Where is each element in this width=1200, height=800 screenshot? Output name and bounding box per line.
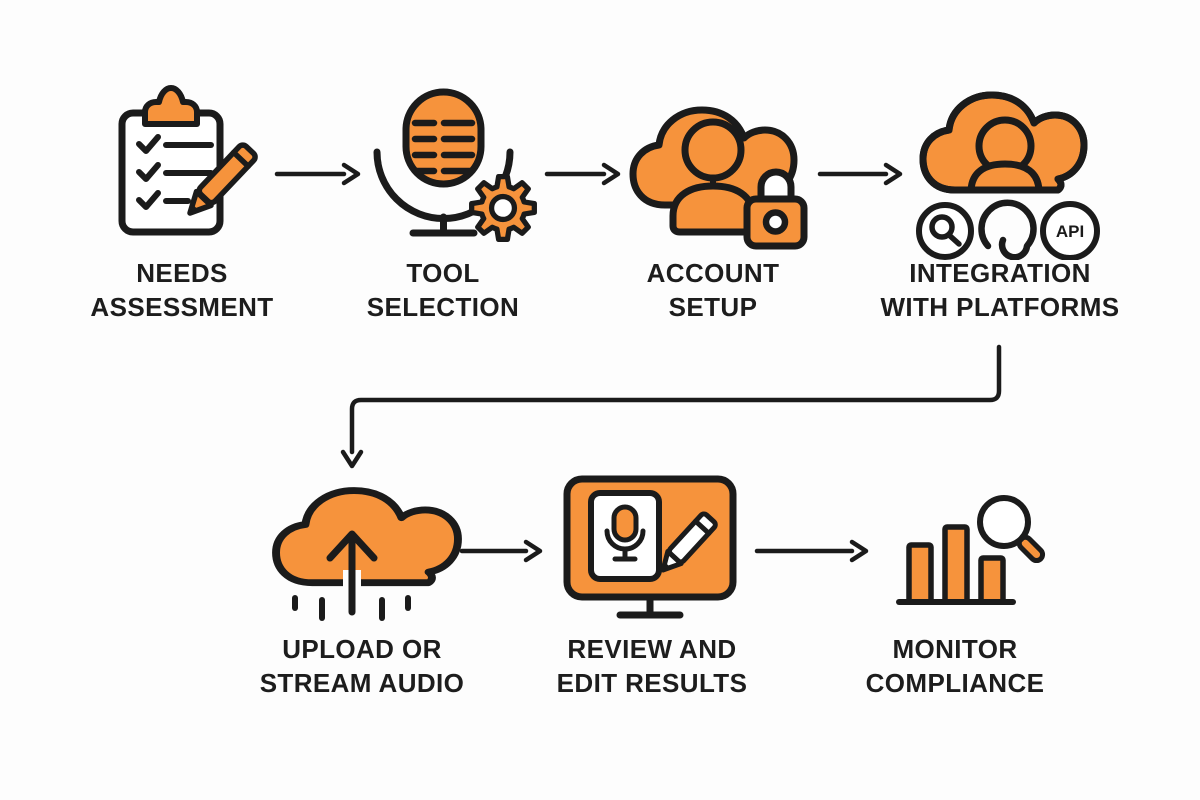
label-line-1: TOOL — [406, 258, 480, 288]
arrow-3-4-head — [883, 162, 903, 186]
label-line-1: REVIEW AND — [567, 634, 737, 664]
step-label-upload-or-stream-audio: UPLOAD OR STREAM AUDIO — [260, 632, 465, 700]
monitor-mic-pencil-icon — [563, 475, 737, 619]
arrow-4-5-head — [340, 449, 364, 469]
step-label-review-and-edit-results: REVIEW AND EDIT RESULTS — [557, 632, 748, 700]
api-circle-badge: API — [1040, 201, 1100, 260]
clipboard-checklist-pencil-icon — [118, 85, 258, 236]
clipboard-clip — [142, 85, 200, 127]
label-line-1: NEEDS — [136, 258, 228, 288]
label-line-2: SELECTION — [366, 292, 520, 322]
microphone-gear-icon — [373, 88, 537, 242]
label-line-1: INTEGRATION — [909, 258, 1091, 288]
curl-hook-icon — [978, 199, 1037, 260]
arrow-6-7-head — [849, 539, 869, 563]
label-line-1: UPLOAD OR — [282, 634, 442, 664]
api-badge-label: API — [1056, 222, 1084, 241]
lock-keyhole — [762, 209, 789, 235]
gear-icon — [469, 174, 537, 242]
arrow-4-5-elbow — [349, 344, 1002, 455]
label-line-1: MONITOR — [892, 634, 1018, 664]
label-line-2: WITH PLATFORMS — [880, 292, 1120, 322]
arrow-2-3-head — [601, 162, 621, 186]
step-label-tool-selection: TOOL SELECTION — [367, 256, 519, 324]
cloud-upload-arrow-icon — [272, 487, 462, 621]
label-line-2: COMPLIANCE — [865, 668, 1045, 698]
checklist-marks — [136, 134, 214, 210]
label-line-1: ACCOUNT — [646, 258, 780, 288]
cloud-shape — [272, 487, 462, 587]
step-label-integration-with-platforms: INTEGRATION WITH PLATFORMS — [880, 256, 1119, 324]
mic-icon — [604, 504, 646, 562]
bar-2 — [942, 524, 970, 605]
pencil-icon — [187, 142, 258, 216]
user-shoulders — [669, 182, 757, 236]
stream-dashes — [292, 595, 411, 621]
bar-chart-magnifier-icon — [896, 495, 1046, 605]
mic-grill-lines — [411, 119, 476, 175]
bar-1 — [906, 542, 934, 605]
label-line-2: EDIT RESULTS — [556, 668, 748, 698]
step-label-account-setup: ACCOUNT SETUP — [647, 256, 780, 324]
upload-arrow — [326, 530, 378, 616]
arrow-5-6-head — [523, 539, 543, 563]
label-line-2: SETUP — [668, 292, 758, 322]
user-head — [681, 118, 745, 182]
cloud-user-icon: API — [916, 91, 1100, 260]
arrow-1-2-head — [341, 162, 361, 186]
search-circle-icon — [916, 202, 974, 260]
label-line-2: STREAM AUDIO — [259, 668, 465, 698]
step-label-monitor-compliance: MONITOR COMPLIANCE — [866, 632, 1045, 700]
lock-shackle — [757, 168, 795, 205]
step-label-needs-assessment: NEEDS ASSESSMENT — [90, 256, 273, 324]
magnifier-icon — [977, 495, 1046, 564]
cloud-user-lock-icon — [629, 106, 808, 250]
edit-pencil-icon — [660, 511, 718, 573]
label-line-2: ASSESSMENT — [90, 292, 274, 322]
bar-3 — [978, 555, 1006, 605]
